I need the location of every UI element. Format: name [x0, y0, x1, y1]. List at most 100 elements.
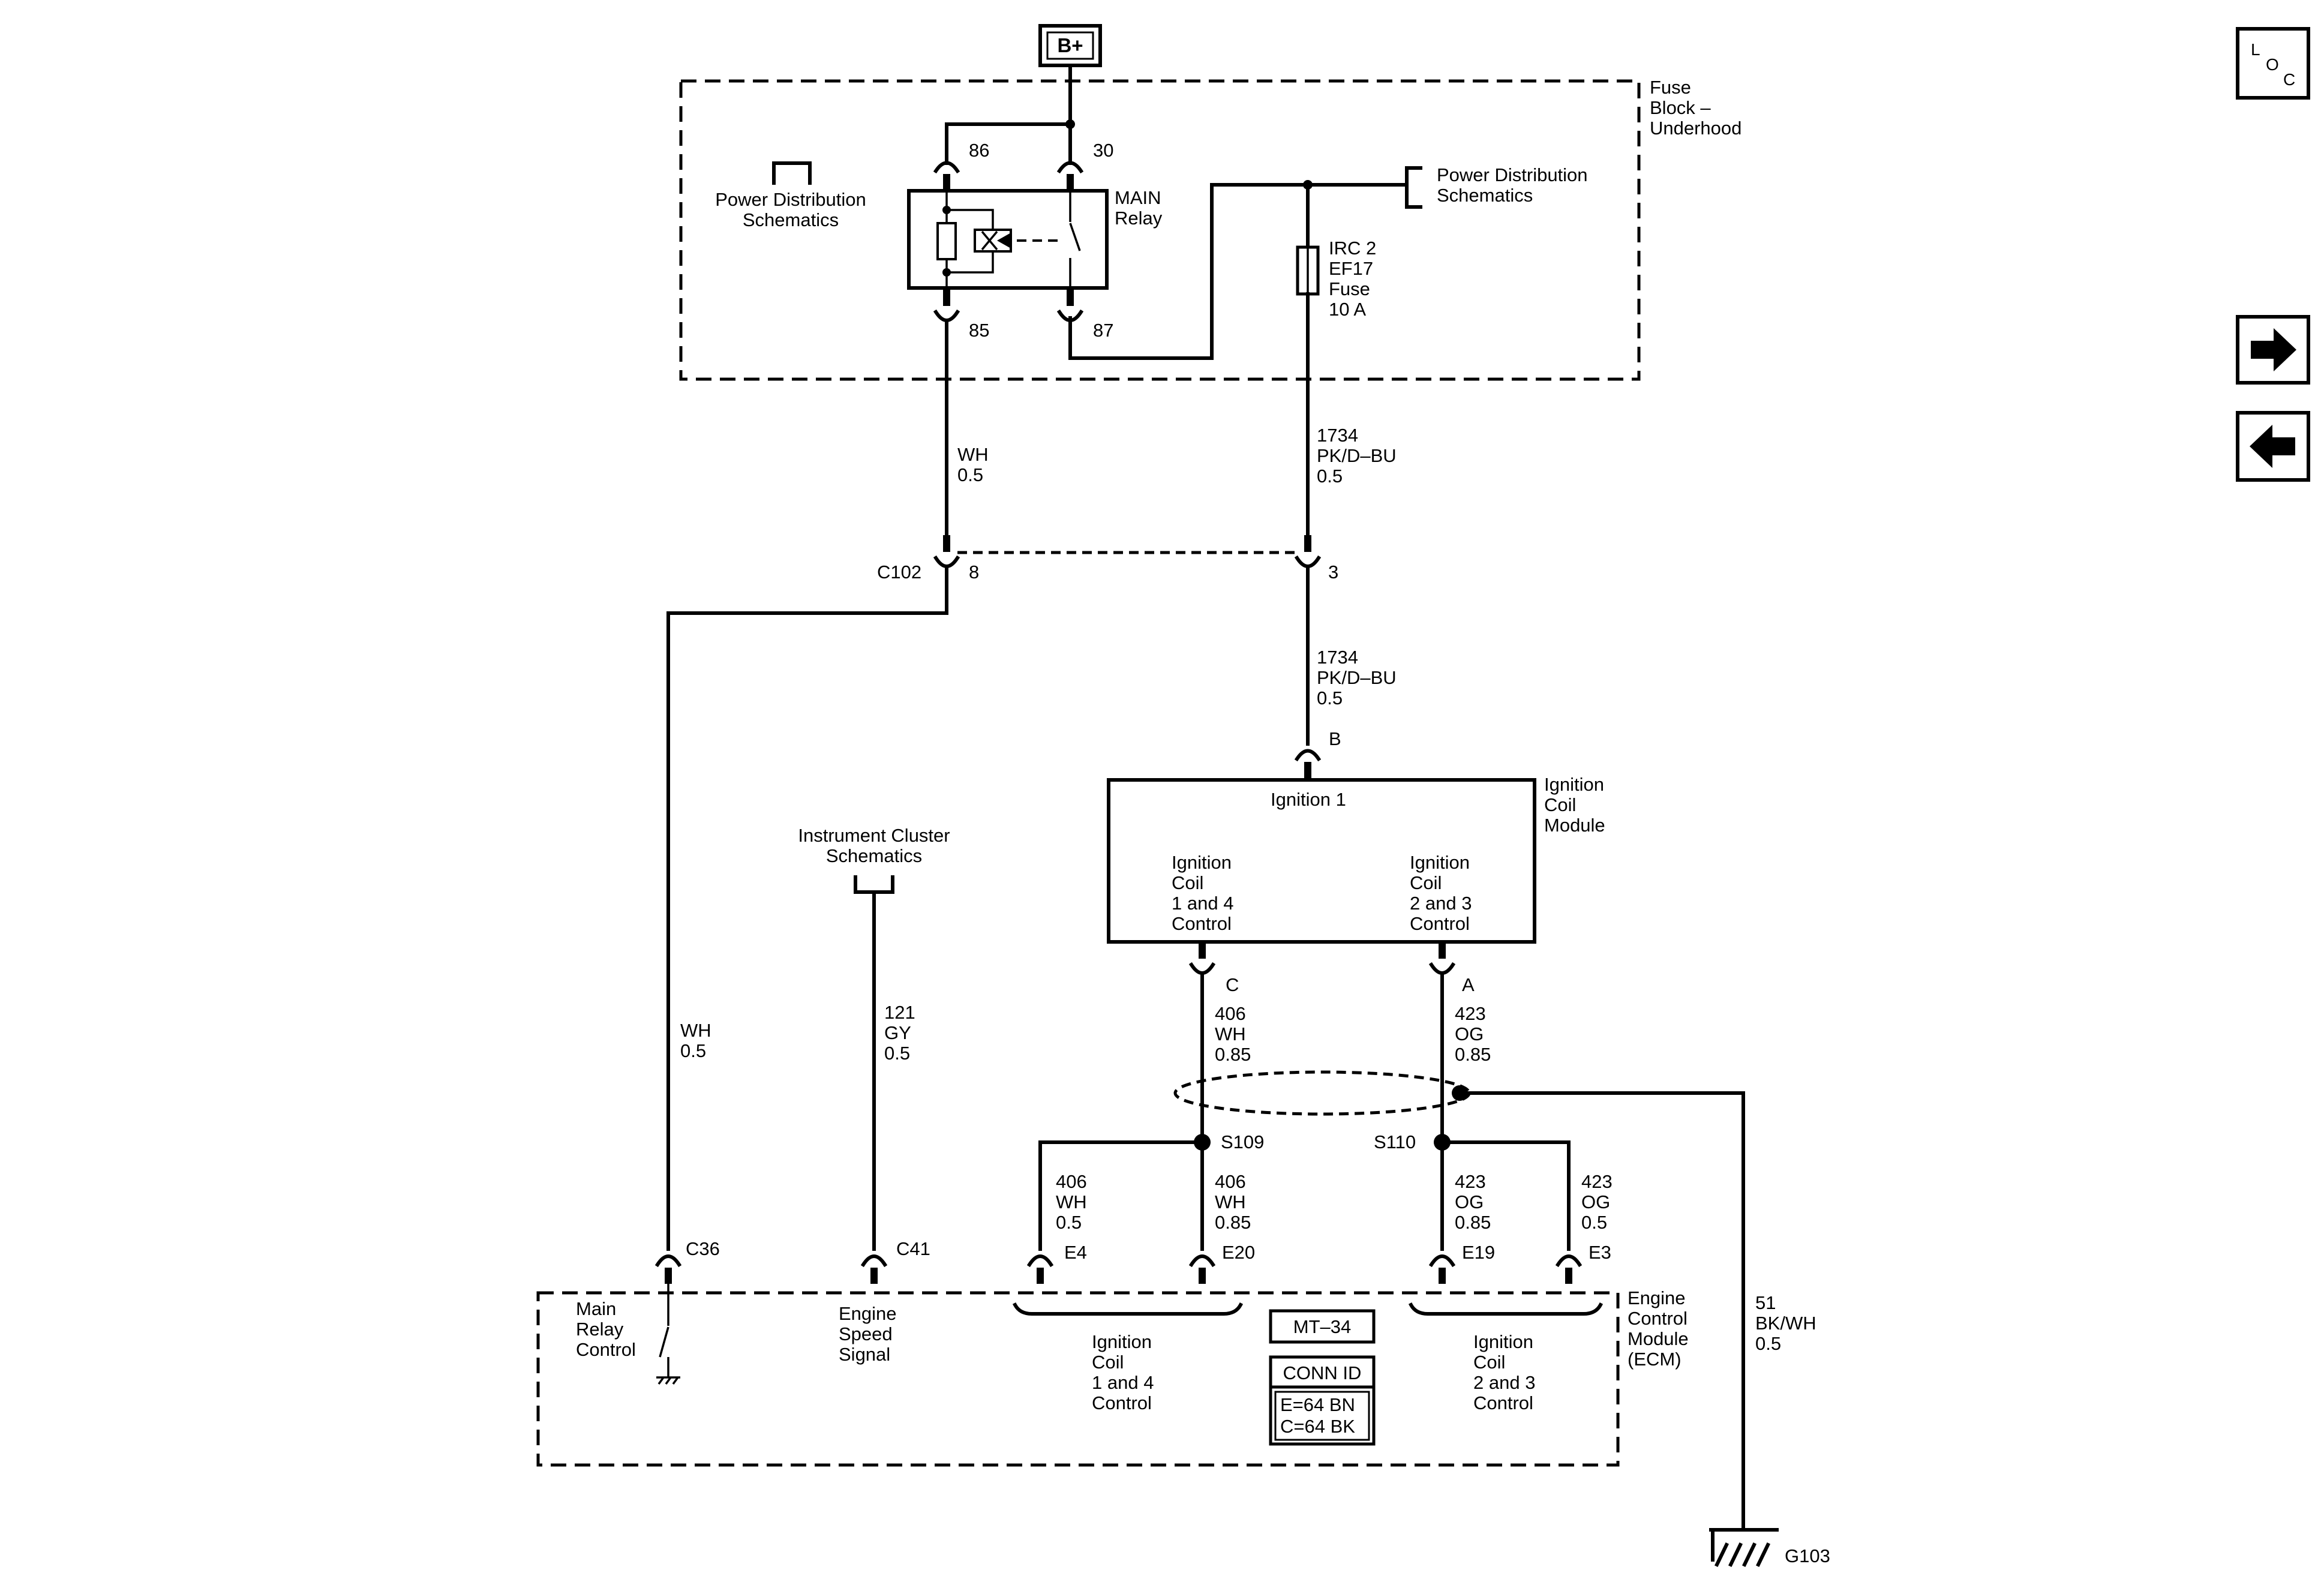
- wire-coil-a-num: 423: [1455, 1003, 1486, 1024]
- instrument-cluster-label-1: Instrument Cluster: [798, 825, 950, 846]
- ecm-outline: [536, 1291, 1620, 1467]
- next-page-button[interactable]: [2236, 315, 2310, 385]
- wire-coil-c-color: WH: [1215, 1023, 1246, 1044]
- fuse-label-3: Fuse: [1329, 278, 1370, 299]
- ignition-module-label-2: Coil: [1544, 794, 1576, 815]
- wire-c102-3-size: 0.5: [1317, 688, 1343, 709]
- wire-e19-num: 423: [1455, 1171, 1486, 1192]
- b-plus-label: B+: [1057, 34, 1083, 56]
- wire-main-relay-ctrl-color: WH: [680, 1020, 711, 1041]
- conn-e-label: E=64 BN: [1280, 1394, 1355, 1415]
- wire-coil-a-size: 0.85: [1455, 1044, 1491, 1065]
- wire-c102-3-color: PK/D–BU: [1317, 667, 1397, 688]
- ignition-pin-b-label: B: [1329, 728, 1341, 749]
- wire-e3-color: OG: [1581, 1191, 1610, 1212]
- wire-fuse-out-num: 1734: [1317, 425, 1358, 446]
- previous-page-button[interactable]: [2236, 411, 2310, 482]
- ignition-1-label: Ignition 1: [1271, 789, 1346, 810]
- ignition-module-label-1: Ignition: [1544, 774, 1604, 795]
- wire-e20-num: 406: [1215, 1171, 1246, 1192]
- wire-engine-speed-size: 0.5: [884, 1043, 910, 1064]
- instrument-cluster-label-2: Schematics: [826, 845, 922, 866]
- wire-main-relay-control: [666, 565, 948, 1251]
- ecm-coil14-4: Control: [1092, 1392, 1152, 1413]
- relay-pin-86: [933, 161, 960, 191]
- wire-fuse-out-size: 0.5: [1317, 466, 1343, 487]
- c102-pin-8: 8: [969, 562, 979, 583]
- ecm-engine-speed-3: Signal: [839, 1344, 890, 1365]
- ignition-pin-a-label: A: [1462, 974, 1475, 995]
- ecm-pin-e3-label: E3: [1589, 1242, 1611, 1263]
- wire-engine-speed-color: GY: [884, 1022, 911, 1043]
- ecm-pin-c36: [654, 1254, 682, 1284]
- ecm-pin-e19: [1428, 1254, 1456, 1284]
- wire-e4-size: 0.5: [1056, 1212, 1082, 1233]
- coil14-bracket: [1012, 1302, 1244, 1316]
- wire-relay-85-size: 0.5: [957, 464, 983, 485]
- relay-pin-85-label: 85: [969, 320, 989, 341]
- ecm-engine-speed-2: Speed: [839, 1323, 893, 1344]
- ecm-pin-e4-label: E4: [1064, 1242, 1087, 1263]
- wire-coil-c-size: 0.85: [1215, 1044, 1251, 1065]
- ground-g103-label: G103: [1785, 1545, 1830, 1566]
- arrow-left-icon: [2250, 425, 2295, 468]
- main-relay-label-1: MAIN: [1115, 187, 1161, 208]
- relay-pin-86-label: 86: [969, 140, 989, 161]
- wire-e20-color: WH: [1215, 1191, 1246, 1212]
- relay-pin-30-label: 30: [1093, 140, 1113, 161]
- ecm-coil14-1: Ignition: [1092, 1331, 1152, 1352]
- wire-ground-size: 0.5: [1755, 1333, 1781, 1354]
- ignition-pin-b: [1294, 749, 1322, 780]
- main-relay-label-2: Relay: [1115, 208, 1163, 229]
- wire-coil-c-num: 406: [1215, 1003, 1246, 1024]
- irc2-ef17-fuse: [1296, 183, 1320, 537]
- fuse-block-label-3: Underhood: [1650, 118, 1742, 139]
- ecm-pin-e4: [1026, 1254, 1054, 1284]
- ignition-ctrl23-3: 2 and 3: [1410, 893, 1472, 914]
- relay-pin-87-label: 87: [1093, 320, 1113, 341]
- connector-c102: [933, 535, 1322, 568]
- wire-ground-num: 51: [1755, 1292, 1776, 1313]
- splice-s109-label: S109: [1221, 1131, 1264, 1152]
- ecm-pin-c41-label: C41: [896, 1238, 930, 1259]
- relay-pin-87: [1056, 288, 1084, 322]
- relay-pin-30: [1056, 161, 1084, 191]
- wire-relay-85-color: WH: [957, 444, 989, 465]
- ignition-ctrl14-1: Ignition: [1172, 852, 1232, 873]
- ignition-ctrl14-2: Coil: [1172, 872, 1203, 893]
- mt34-box: [1269, 1309, 1376, 1344]
- ecm-pin-c41: [860, 1254, 888, 1284]
- fuse-label-2: EF17: [1329, 258, 1373, 279]
- ecm-label-2: Control: [1628, 1308, 1688, 1329]
- wire-e4-color: WH: [1056, 1191, 1087, 1212]
- wire-e4-num: 406: [1056, 1171, 1087, 1192]
- ecm-coil23-3: 2 and 3: [1473, 1372, 1535, 1393]
- wire-ground-color: BK/WH: [1755, 1313, 1816, 1334]
- ecm-label-4: (ECM): [1628, 1349, 1682, 1370]
- loc-letter-l: L: [2251, 40, 2260, 59]
- instrument-cluster-connector: [854, 875, 894, 1251]
- main-relay-control-switch-icon: [656, 1284, 680, 1385]
- conn-c-label: C=64 BK: [1280, 1416, 1355, 1437]
- ecm-pin-c36-label: C36: [686, 1238, 720, 1259]
- pds-left-label-1: Power Distribution: [715, 189, 866, 210]
- ecm-pin-e19-label: E19: [1462, 1242, 1495, 1263]
- ignition-module-label-3: Module: [1544, 815, 1605, 836]
- c102-pin-3: 3: [1328, 562, 1338, 583]
- loc-button[interactable]: L O C: [2236, 27, 2310, 100]
- ecm-coil23-2: Coil: [1473, 1352, 1505, 1373]
- ignition-ctrl23-1: Ignition: [1410, 852, 1470, 873]
- wire-coil-a-color: OG: [1455, 1023, 1484, 1044]
- ecm-main-relay-ctrl-1: Main: [576, 1298, 616, 1319]
- relay-coil-icon: [936, 191, 1061, 288]
- ecm-coil14-3: 1 and 4: [1092, 1372, 1154, 1393]
- wire-e3-num: 423: [1581, 1171, 1613, 1192]
- loc-letter-c: C: [2283, 70, 2295, 89]
- ecm-label-3: Module: [1628, 1328, 1689, 1349]
- ignition-ctrl14-4: Control: [1172, 913, 1232, 934]
- ecm-coil23-1: Ignition: [1473, 1331, 1533, 1352]
- power-distribution-connector-left: [772, 161, 812, 185]
- ecm-pin-e3: [1555, 1254, 1583, 1284]
- fuse-label-4: 10 A: [1329, 299, 1366, 320]
